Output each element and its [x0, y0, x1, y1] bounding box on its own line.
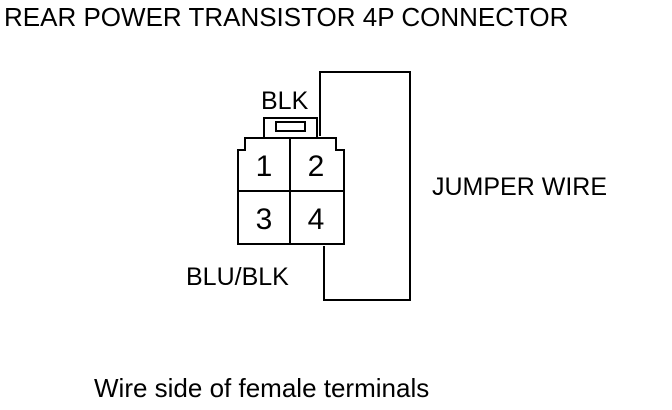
- diagram-caption: Wire side of female terminals: [94, 373, 430, 403]
- wire-color-label-bottom: BLU/BLK: [186, 263, 289, 291]
- pin-number-3: 3: [255, 203, 273, 236]
- wire-color-label-top: BLK: [261, 87, 309, 115]
- pin-number-4: 4: [307, 203, 325, 236]
- pin-number-2: 2: [307, 150, 325, 183]
- jumper-wire: [319, 71, 411, 301]
- connector-lock-tab-inner: [275, 121, 306, 132]
- diagram-title: REAR POWER TRANSISTOR 4P CONNECTOR: [4, 2, 569, 32]
- jumper-wire-label: JUMPER WIRE: [432, 173, 607, 201]
- pin-number-1: 1: [255, 150, 273, 183]
